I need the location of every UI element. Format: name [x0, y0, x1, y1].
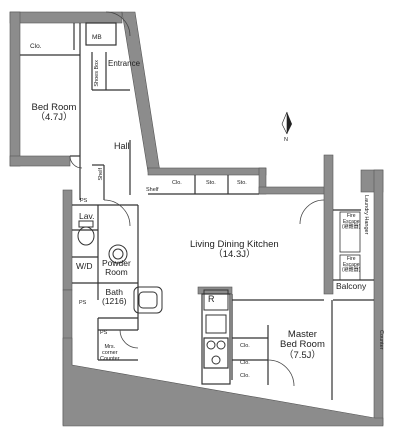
counter-label: Counter [378, 330, 385, 350]
lav-label: Lav. [79, 211, 95, 221]
ldk-label: Living Dining Kitchen （14.3J） [190, 239, 279, 261]
shelf-label-left: Shelf [98, 168, 104, 181]
powder-room-label: Powder Room [102, 258, 131, 278]
master-closet-2-label: Clo. [240, 360, 250, 366]
north-label: N [284, 137, 288, 143]
fire-escape-1-label: Fire Escape (避難器) [342, 213, 361, 230]
ps-label-1: PS [80, 198, 88, 204]
north-arrow-icon [281, 111, 292, 135]
master-bedroom-label: Master Bed Room （7.5J） [280, 329, 325, 361]
master-closet-3-label: Clo. [240, 373, 250, 379]
balcony-label: Balcony [336, 281, 367, 291]
interior-walls [20, 22, 374, 400]
shelf-label-right: Shelf [146, 187, 159, 193]
bedroom-closet-label: Clo. [30, 43, 42, 50]
fixtures [77, 220, 229, 365]
shoes-box-label: Shoes Box [94, 60, 100, 87]
laundry-hanger-label: Laundry Hanger [363, 195, 370, 235]
hall-label: Hall [114, 141, 130, 151]
ps-label-3: PS [100, 330, 108, 336]
bathtub [133, 286, 163, 314]
refrigerator [203, 289, 229, 311]
fire-escape-2-label: Fire Escape (避難器) [342, 256, 361, 273]
ldk-closet-label: Clo. [172, 180, 182, 186]
sink [108, 244, 128, 264]
master-closet-1-label: Clo. [240, 343, 250, 349]
exterior-walls [9, 11, 384, 427]
door-swings [69, 11, 325, 387]
mb-label: MB [92, 34, 102, 41]
bedroom-label: Bed Room （4.7J） [31, 102, 77, 124]
refrigerator-label: R [208, 294, 215, 304]
storage-1-label: Sto. [206, 180, 216, 186]
entrance-label: Entrance [108, 59, 141, 68]
wd-label: W/D [76, 261, 93, 271]
ps-label-2: PS [79, 300, 87, 306]
mrs-corner-counter-label: Mrs. corner Counter [100, 344, 120, 363]
storage-2-label: Sto. [237, 180, 247, 186]
bath-label: Bath (1216) [102, 287, 127, 307]
